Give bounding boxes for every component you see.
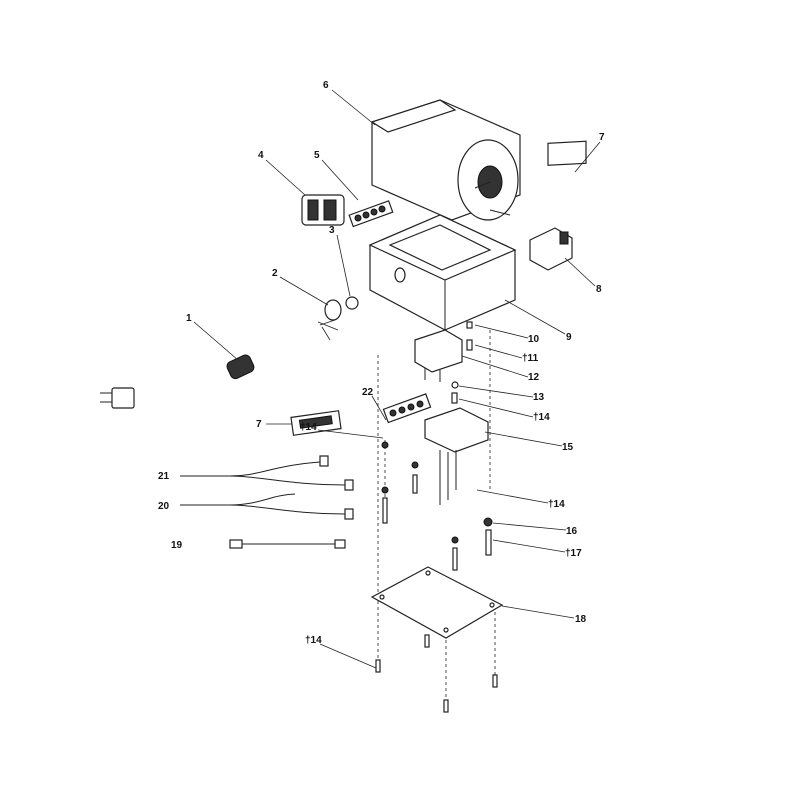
control-box — [368, 214, 517, 331]
screw — [412, 474, 418, 494]
callout-9: 9 — [566, 332, 572, 343]
screw — [443, 699, 449, 713]
standoff — [485, 529, 492, 556]
leader-lines — [193, 89, 601, 669]
terminal-block-22 — [382, 393, 432, 424]
callout-15: 15 — [562, 442, 574, 453]
washer — [381, 486, 389, 494]
callout-2: 2 — [272, 268, 278, 279]
motor-housing — [370, 99, 521, 221]
switch — [301, 194, 345, 226]
callout-3: 3 — [329, 225, 335, 236]
callout-7-top: 7 — [599, 132, 605, 143]
terminal-strip — [348, 200, 394, 228]
callout-16: 16 — [566, 526, 578, 537]
callout-20: 20 — [158, 501, 170, 512]
callout-22: 22 — [362, 387, 374, 398]
callout-6: 6 — [323, 80, 329, 91]
screw — [492, 674, 498, 688]
locknut — [345, 296, 359, 310]
capacitor-module — [529, 227, 573, 271]
washer — [381, 441, 389, 449]
callout-14-c: †14 — [300, 422, 317, 433]
screw — [452, 547, 458, 571]
washer — [451, 536, 459, 544]
callout-13: 13 — [533, 392, 545, 403]
control-board — [424, 407, 489, 505]
screw — [451, 392, 458, 404]
callout-14-a: †14 — [533, 412, 550, 423]
callout-18: 18 — [575, 614, 587, 625]
wire-harness-21 — [180, 455, 354, 491]
callout-19: 19 — [171, 540, 183, 551]
callout-4: 4 — [258, 150, 264, 161]
label-plate-left — [290, 410, 342, 436]
callout-5: 5 — [314, 150, 320, 161]
callout-17: †17 — [565, 548, 582, 559]
callout-14-d: †14 — [305, 635, 322, 646]
screw — [375, 659, 381, 673]
screw — [424, 634, 430, 648]
callout-14-b: †14 — [548, 499, 565, 510]
relay-assembly — [414, 329, 463, 382]
screw — [382, 497, 388, 524]
strain-relief — [324, 299, 342, 321]
wire-harness-20 — [180, 493, 354, 520]
callout-8: 8 — [596, 284, 602, 295]
callout-10: 10 — [528, 334, 540, 345]
washer — [411, 461, 419, 469]
callout-11: †11 — [522, 353, 539, 364]
callout-21: 21 — [158, 471, 170, 482]
callout-12: 12 — [528, 372, 540, 383]
bottom-plate — [370, 566, 504, 639]
washer — [451, 381, 459, 389]
label-plate-top — [547, 140, 587, 166]
callout-7-left: 7 — [256, 419, 262, 430]
callout-1: 1 — [186, 313, 192, 324]
wire-19 — [229, 539, 346, 549]
screw — [466, 321, 473, 329]
power-cord — [100, 319, 339, 409]
screw — [466, 339, 473, 351]
washer — [483, 517, 493, 527]
